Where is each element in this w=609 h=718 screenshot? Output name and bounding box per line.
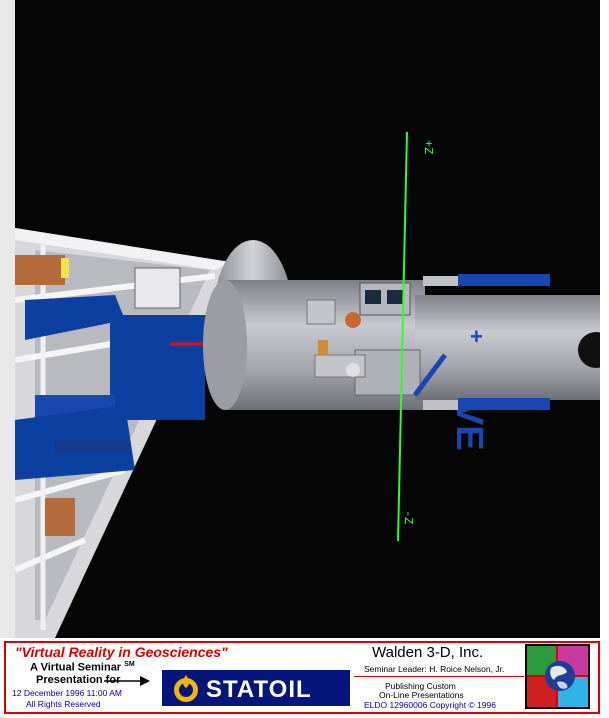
arrow-right-icon [104, 676, 150, 686]
caption-border [4, 641, 600, 714]
rights-notice: All Rights Reserved [26, 699, 101, 709]
seminar-leader: Seminar Leader: H. Roice Nelson, Jr. [364, 664, 505, 674]
service-mark: SM [124, 661, 135, 668]
publishing-line-1: Publishing Custom [385, 681, 456, 691]
window-right-border [600, 0, 609, 718]
3d-viewport[interactable]: + VE +Z -Z [15, 0, 600, 638]
window-left-border [0, 0, 15, 641]
copyright-notice: ELDO 12960006 Copyright © 1996 [364, 700, 496, 710]
statoil-wordmark: STATOIL [206, 676, 312, 703]
axis-label-minus-z: -Z [401, 510, 415, 525]
caption-divider [354, 676, 524, 677]
z-axis-line [397, 131, 408, 542]
caption-panel: "Virtual Reality in Geosciences" A Virtu… [0, 638, 609, 718]
statoil-flame-icon [174, 675, 198, 702]
statoil-logo: STATOIL [162, 670, 350, 706]
company-name: Walden 3-D, Inc. [372, 644, 484, 661]
seminar-subtitle-text: A Virtual Seminar [30, 661, 122, 674]
truss-structure [15, 228, 230, 638]
svg-text:+: + [470, 324, 483, 349]
seminar-subtitle: A Virtual Seminar SM [30, 661, 135, 674]
publishing-line-2: On-Line Presentations [379, 690, 464, 700]
presentation-date: 12 December 1996 11:00 AM [12, 688, 122, 698]
presentation-for-label: Presentation for [36, 674, 121, 686]
solar-array-arms [423, 274, 550, 410]
space-station-scene: + VE [15, 131, 600, 638]
earth-quadrant-logo [525, 644, 590, 709]
earth-icon [527, 646, 588, 707]
station-module: + VE [203, 240, 600, 451]
axis-label-plus-z: +Z [421, 140, 435, 155]
seminar-title: "Virtual Reality in Geosciences" [15, 644, 228, 660]
